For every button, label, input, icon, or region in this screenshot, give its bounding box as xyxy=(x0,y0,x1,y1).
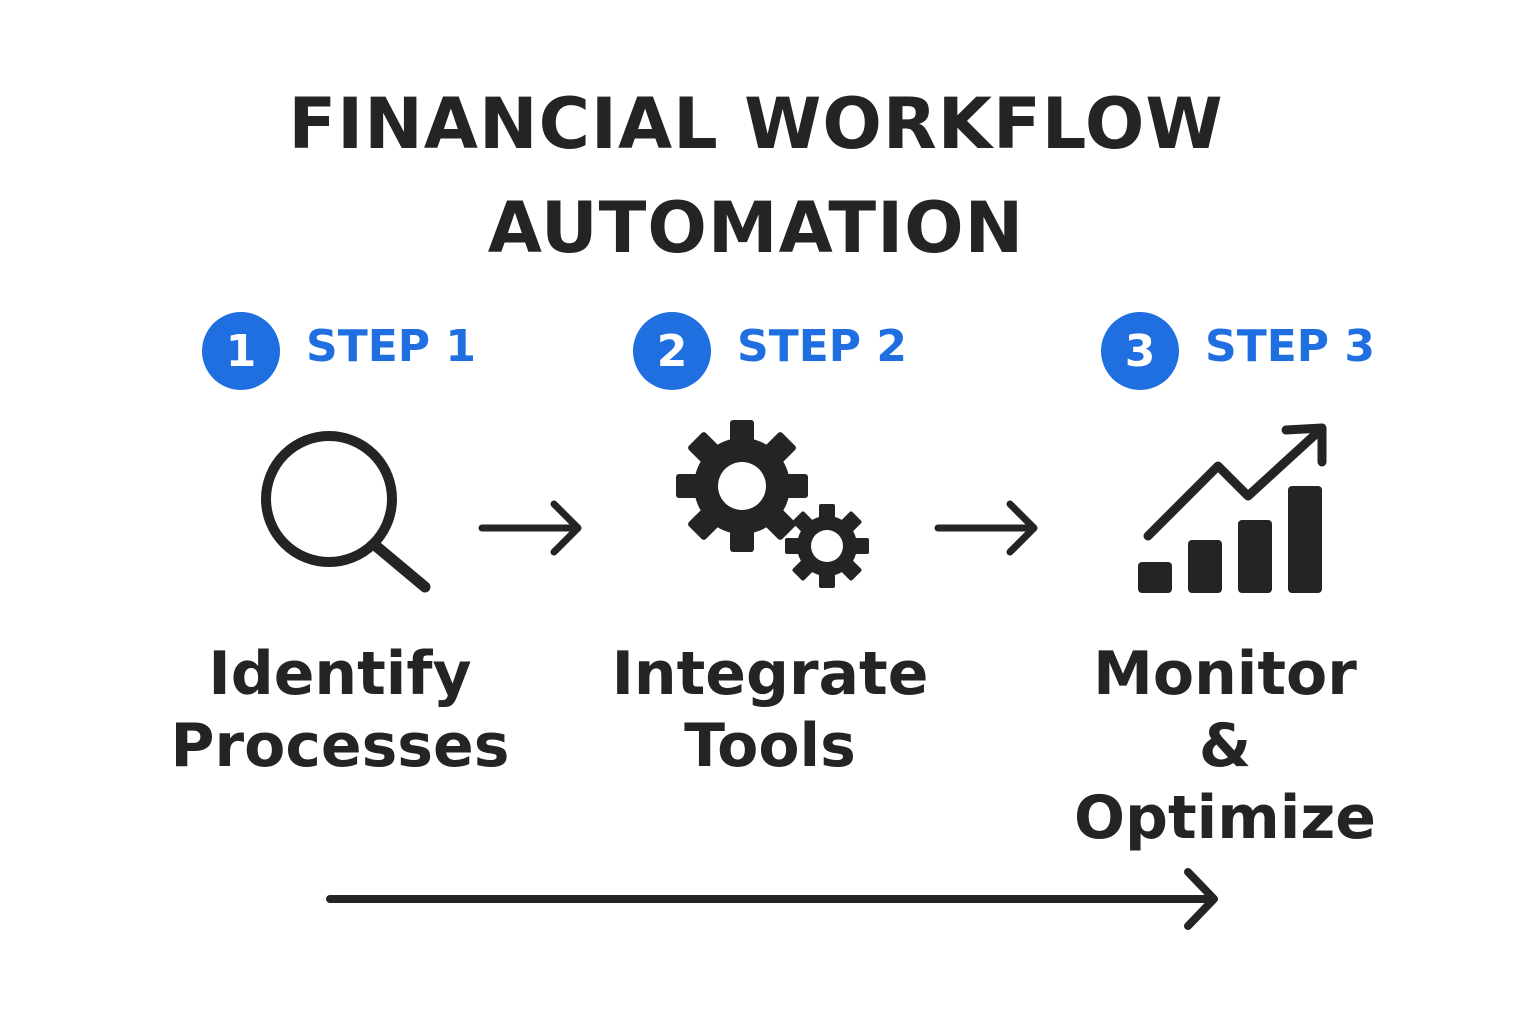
magnifying-glass-icon xyxy=(261,431,431,593)
gears-icon xyxy=(676,420,869,588)
title-line-2: AUTOMATION xyxy=(487,187,1025,269)
step-1-text: Identify Processes xyxy=(160,638,520,782)
step-3-badge: 3 STEP 3 xyxy=(1101,312,1375,390)
step-1-label: STEP 1 xyxy=(306,320,476,372)
arrow-right-icon xyxy=(478,500,582,556)
step-2-text: Integrate Tools xyxy=(590,638,950,782)
growth-chart-icon xyxy=(1138,423,1327,593)
long-arrow-right-icon xyxy=(326,868,1218,930)
step-2-text-line-1: Integrate xyxy=(611,639,929,709)
step-1-badge: 1 STEP 1 xyxy=(202,312,476,390)
step-1-number-circle: 1 xyxy=(202,312,280,390)
step-3-label: STEP 3 xyxy=(1205,320,1375,372)
title-line-1: FINANCIAL WORKFLOW xyxy=(288,83,1224,165)
step-3-number-circle: 3 xyxy=(1101,312,1179,390)
step-3-text-line-1: Monitor xyxy=(1093,639,1357,709)
step-2-label: STEP 2 xyxy=(737,320,907,372)
page-title: FINANCIAL WORKFLOW AUTOMATION xyxy=(0,72,1512,280)
step-3-text: Monitor & Optimize xyxy=(1040,638,1410,854)
step-2-number-circle: 2 xyxy=(633,312,711,390)
step-2-badge: 2 STEP 2 xyxy=(633,312,907,390)
step-1-text-line-1: Identify xyxy=(208,639,472,709)
step-1-text-line-2: Processes xyxy=(170,711,510,781)
step-2-text-line-2: Tools xyxy=(684,711,856,781)
arrow-right-icon xyxy=(934,500,1038,556)
step-3-text-line-2: & Optimize xyxy=(1074,711,1376,853)
